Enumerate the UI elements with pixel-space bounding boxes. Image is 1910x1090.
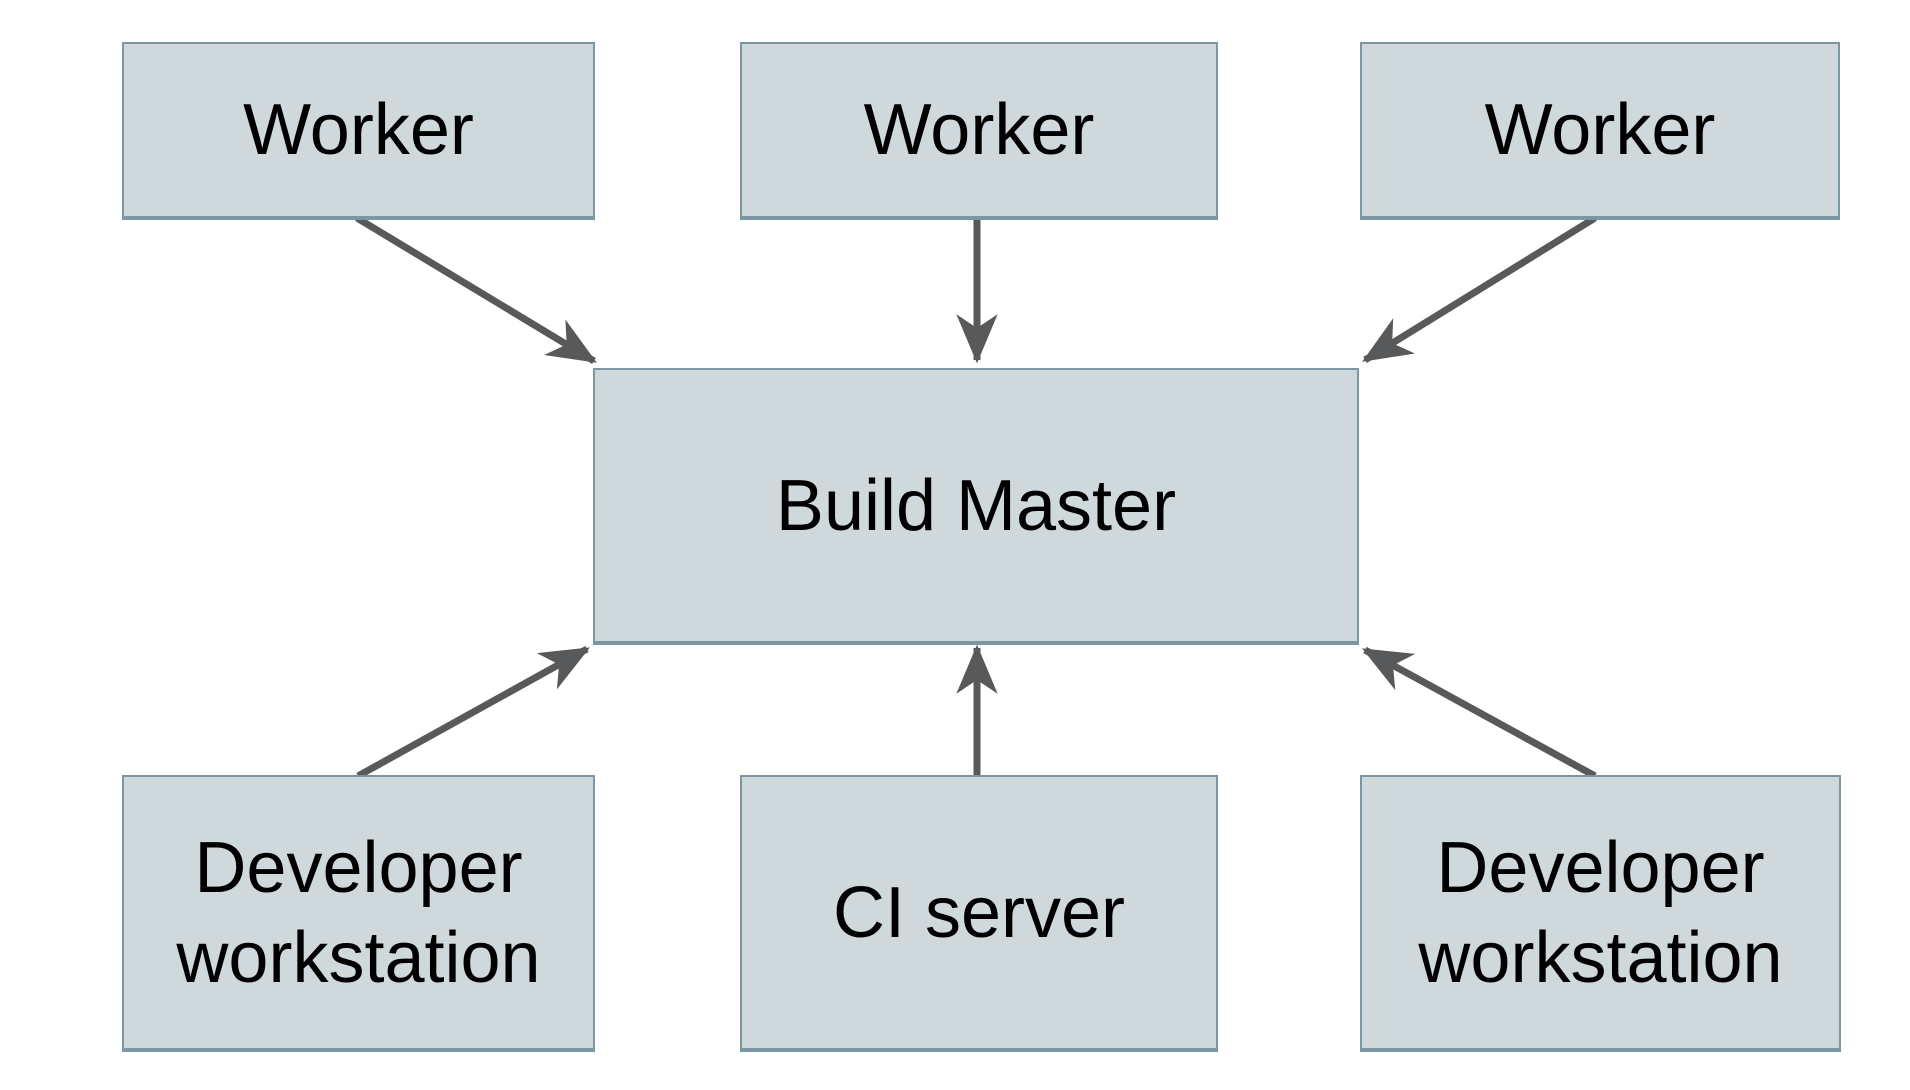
edge-dev-workstation1-to-build-master — [356, 645, 590, 780]
node-build-master: Build Master — [593, 368, 1359, 643]
node-label: Developer workstation — [176, 827, 541, 998]
node-label: Developer workstation — [1418, 827, 1783, 998]
edge-worker3-to-build-master — [1362, 215, 1597, 363]
edge-worker1-to-build-master — [355, 215, 597, 364]
node-developer-workstation-2: Developer workstation — [1360, 775, 1841, 1050]
node-ci-server: CI server — [740, 775, 1218, 1050]
node-label: Worker — [243, 90, 474, 170]
edge-dev-workstation2-to-build-master — [1362, 646, 1597, 780]
node-label: CI server — [832, 872, 1126, 953]
node-developer-workstation-1: Developer workstation — [122, 775, 595, 1050]
node-worker-3: Worker — [1360, 42, 1840, 218]
node-worker-2: Worker — [740, 42, 1218, 218]
node-label: Worker — [863, 90, 1095, 170]
node-label: Worker — [1484, 90, 1716, 170]
node-label: Build Master — [775, 465, 1177, 546]
node-worker-1: Worker — [122, 42, 595, 218]
